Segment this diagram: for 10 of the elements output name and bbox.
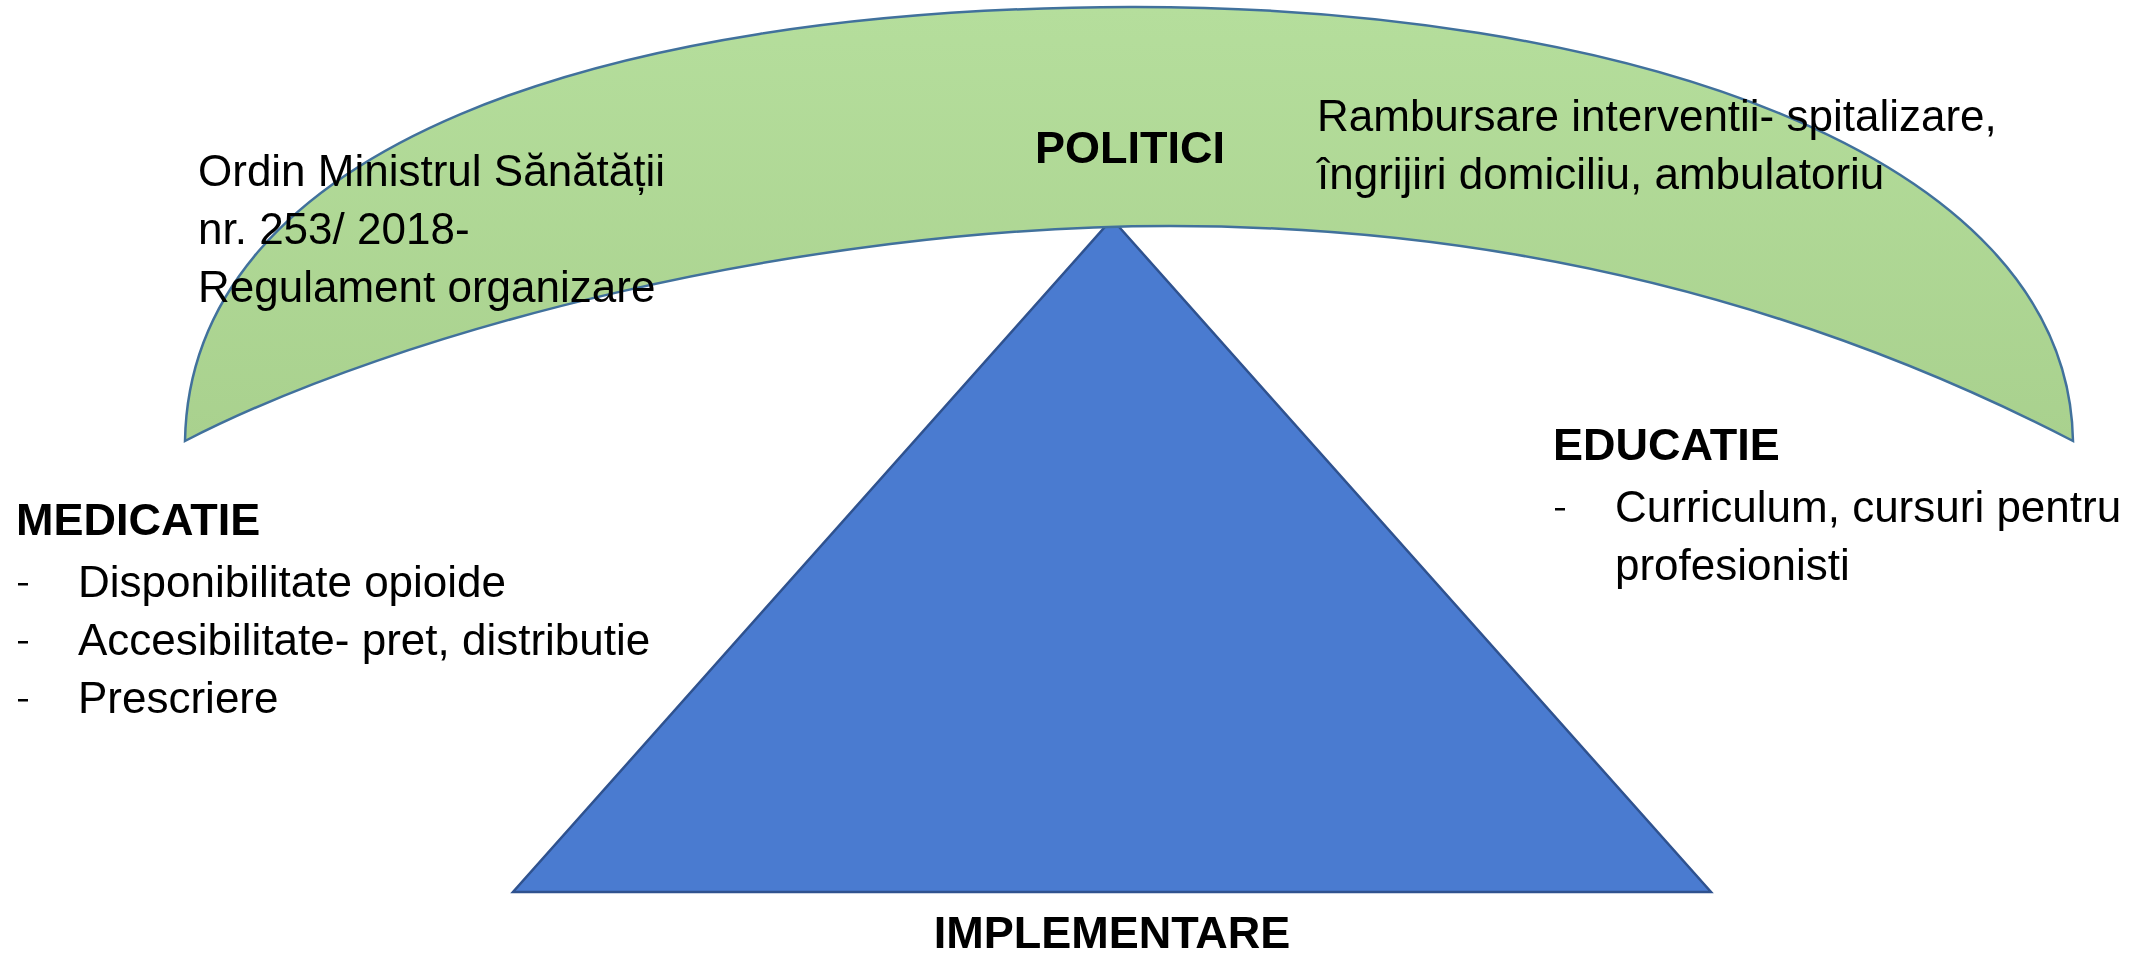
section-heading: MEDICATIE — [16, 497, 262, 543]
list-item: Disponibilitate opioide — [78, 556, 508, 608]
band-text: Rambursare interventii- spitalizare, îngrijiri domiciliu, ambulatoriu — [1317, 90, 1998, 200]
list-item: Curriculum, cursuri pentru profesionisti — [1615, 481, 2123, 591]
band-text: Ordin Ministrul Sănătății nr. 253/ 2018- Regulament organizare — [198, 145, 667, 313]
section-heading: EDUCATIE — [1553, 422, 1781, 468]
triangle-title: IMPLEMENTARE — [932, 913, 1292, 953]
band-title: POLITICI — [1034, 125, 1226, 171]
list-item: Accesibilitate- pret, distributie — [78, 614, 652, 666]
list-item: Prescriere — [78, 672, 280, 724]
